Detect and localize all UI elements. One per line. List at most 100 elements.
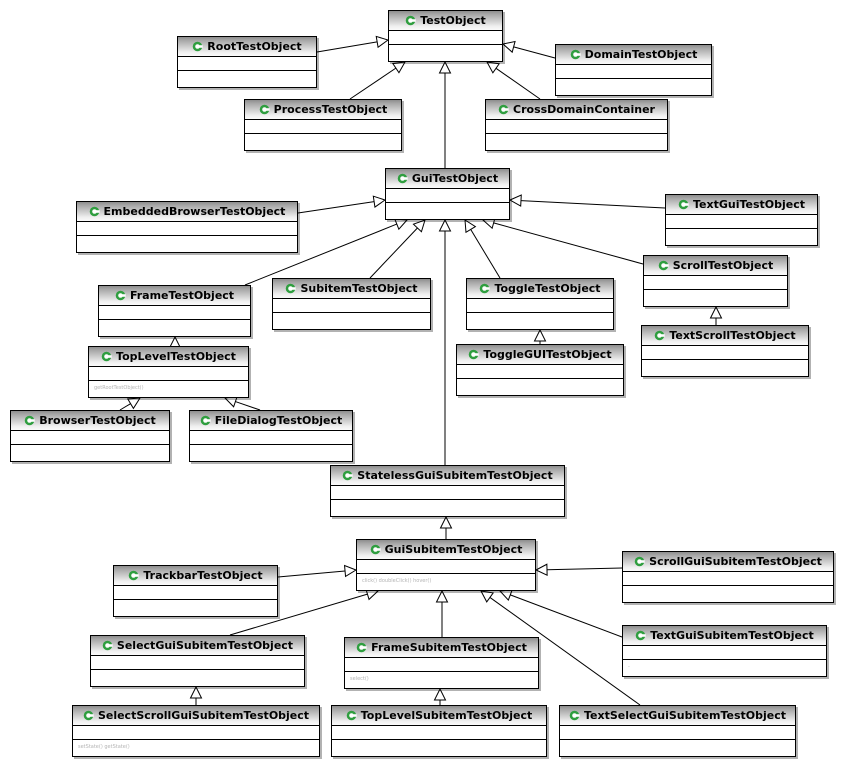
class-icon [101, 351, 112, 362]
generalization-arrow-crossdomaincontainer [486, 61, 501, 74]
uml-class-header: BrowserTestObject [11, 411, 169, 431]
uml-class-filedialogtestobject[interactable]: FileDialogTestObject [189, 410, 353, 462]
class-icon [405, 15, 416, 26]
uml-class-scrolltestobject[interactable]: ScrollTestObject [643, 255, 788, 307]
uml-operations-compartment [331, 500, 564, 515]
uml-operations-compartment [245, 134, 401, 149]
uml-class-subitemtestobject[interactable]: SubitemTestObject [272, 278, 431, 330]
uml-class-embeddedbrowsertestobject[interactable]: EmbeddedBrowserTestObject [76, 201, 298, 253]
uml-class-selectguisubitemtestobject[interactable]: SelectGuiSubitemTestObject [90, 635, 305, 687]
uml-class-header: FileDialogTestObject [190, 411, 352, 431]
uml-class-header: FrameSubitemTestObject [345, 638, 538, 658]
uml-class-textguitestobject[interactable]: TextGuiTestObject [665, 194, 818, 246]
generalization-arrow-trackbartestobject [343, 564, 358, 578]
uml-operations-compartment: - [623, 660, 826, 675]
generalization-line-scrolltestobject [493, 222, 644, 265]
uml-class-testobject[interactable]: TestObject [388, 10, 503, 62]
uml-class-guisubitemtestobject[interactable]: GuiSubitemTestObject click() doubleClick(… [356, 539, 536, 591]
uml-class-name: EmbeddedBrowserTestObject [103, 205, 286, 218]
uml-class-topleveltestobject[interactable]: TopLevelTestObject getRootTestObject() [88, 346, 249, 398]
generalization-arrow-toggleguitestobject [533, 328, 547, 342]
uml-operations-compartment [332, 740, 546, 755]
generalization-arrow-roottestobject [375, 35, 390, 49]
uml-class-name: SubitemTestObject [300, 282, 418, 295]
uml-class-selectscrollguisubitemtestobject[interactable]: SelectScrollGuiSubitemTestObject setState… [72, 705, 320, 757]
generalization-arrow-toggletestobject [464, 219, 477, 234]
uml-class-name: SelectScrollGuiSubitemTestObject [97, 709, 310, 722]
uml-class-header: ScrollGuiSubitemTestObject [623, 552, 833, 572]
uml-class-trackbartestobject[interactable]: TrackbarTestObject [113, 565, 278, 617]
uml-class-toggletestobject[interactable]: ToggleTestObject [466, 278, 614, 330]
uml-class-header: DomainTestObject [556, 45, 711, 65]
class-icon [655, 330, 665, 341]
uml-class-header: EmbeddedBrowserTestObject [77, 202, 297, 222]
uml-class-guitestobject[interactable]: GuiTestObject [385, 168, 510, 220]
class-icon [83, 710, 94, 721]
uml-operations-compartment: getRootTestObject() [89, 381, 248, 396]
generalization-line-processtestobject [349, 67, 397, 100]
uml-operations-compartment [389, 45, 502, 60]
uml-class-statelessguisubitemtestobject[interactable]: StatelessGuiSubitemTestObject [330, 465, 565, 517]
uml-class-header: TextGuiTestObject [666, 195, 817, 215]
uml-class-name: SelectGuiSubitemTestObject [116, 639, 294, 652]
uml-class-header: SubitemTestObject [273, 279, 430, 299]
uml-attributes-compartment [389, 31, 502, 45]
uml-class-name: BrowserTestObject [39, 414, 156, 427]
uml-class-frametestobject[interactable]: FrameTestObject [98, 285, 251, 337]
uml-attributes-compartment [11, 431, 169, 445]
uml-operations-compartment [644, 290, 787, 305]
class-icon [193, 41, 203, 52]
class-icon [102, 640, 113, 651]
uml-class-toplevelsubitemtestobject[interactable]: TopLevelSubitemTestObject [331, 705, 547, 757]
class-icon [286, 283, 297, 294]
uml-class-crossdomaincontainer[interactable]: CrossDomainContainer [485, 99, 668, 151]
uml-class-name: TopLevelTestObject [116, 350, 236, 363]
uml-class-scrollguisubitemtestobject[interactable]: ScrollGuiSubitemTestObject [622, 551, 834, 603]
uml-class-toggleguitestobject[interactable]: ToggleGUITestObject [456, 344, 624, 396]
class-icon [200, 415, 211, 426]
class-icon [634, 556, 645, 567]
uml-class-textscrolltestobject[interactable]: TextScrollTestObject [641, 325, 809, 377]
uml-class-domaintestobject[interactable]: DomainTestObject [555, 44, 712, 96]
uml-class-name: TrackbarTestObject [143, 569, 263, 582]
uml-class-name: FrameTestObject [129, 289, 235, 302]
uml-class-header: ToggleGUITestObject [457, 345, 623, 365]
uml-class-header: TestObject [389, 11, 502, 31]
uml-operations-compartment: click() doubleClick() hover() [357, 574, 535, 589]
generalization-arrow-processtestobject [391, 61, 406, 74]
uml-class-browsertestobject[interactable]: BrowserTestObject [10, 410, 170, 462]
generalization-arrow-embeddedbrowsertestobject [372, 195, 387, 208]
uml-operation-text: click() doubleClick() hover() [362, 578, 432, 584]
uml-attributes-compartment [190, 431, 352, 445]
uml-class-roottestobject[interactable]: RootTestObject [177, 36, 317, 88]
generalization-arrow-statelessguisubitemtestobject [438, 218, 452, 232]
uml-class-textselectguisubitemtestobject[interactable]: TextSelectGuiSubitemTestObject [559, 705, 796, 757]
uml-operation-text: setState() getState() [78, 744, 130, 750]
uml-class-header: ToggleTestObject [467, 279, 613, 299]
uml-class-name: GuiSubitemTestObject [384, 543, 523, 556]
uml-class-name: TestObject [420, 14, 486, 27]
uml-class-processtestobject[interactable]: ProcessTestObject [244, 99, 402, 151]
uml-class-name: ProcessTestObject [273, 103, 388, 116]
class-icon [570, 49, 581, 60]
uml-attributes-compartment [386, 189, 509, 203]
class-icon [343, 470, 353, 481]
uml-attributes-compartment [89, 367, 248, 381]
uml-attributes-compartment [77, 222, 297, 236]
generalization-line-toggletestobject [470, 229, 501, 279]
uml-class-name: TopLevelSubitemTestObject [360, 709, 533, 722]
uml-class-name: ScrollGuiSubitemTestObject [649, 555, 822, 568]
uml-operations-compartment [666, 229, 817, 244]
class-icon [24, 415, 35, 426]
uml-class-textguisubitemtestobject[interactable]: TextGuiSubitemTestObject- [622, 625, 827, 677]
uml-attributes-compartment [331, 486, 564, 500]
uml-attributes-compartment [345, 658, 538, 672]
generalization-arrow-textscrolltestobject [709, 305, 723, 319]
generalization-arrow-textguitestobject [508, 194, 522, 207]
uml-operations-compartment [190, 445, 352, 460]
uml-attributes-compartment [273, 299, 430, 313]
generalization-line-scrollguisubitemtestobject [546, 567, 623, 571]
uml-attributes-compartment [357, 560, 535, 574]
uml-class-name: GuiTestObject [411, 172, 499, 185]
